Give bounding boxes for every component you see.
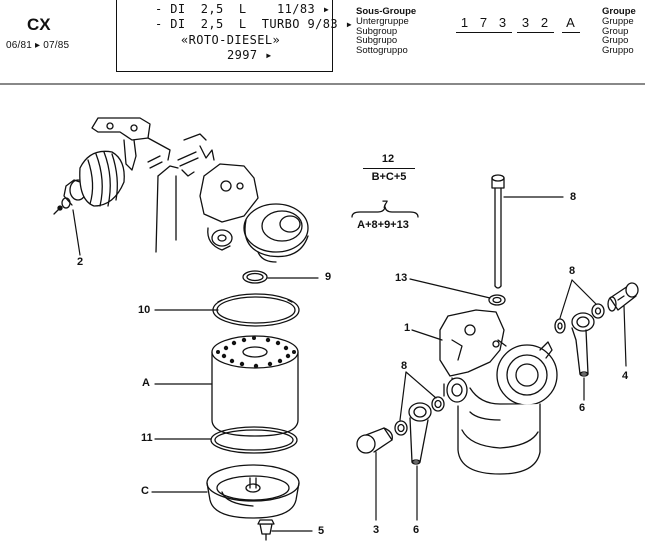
group-label-fr: Groupe xyxy=(602,6,636,17)
engine-box: - DI 2,5 L 11/83 ▸ - DI 2,5 L TURBO 9/83… xyxy=(116,0,353,72)
formula-12-bar xyxy=(363,168,415,169)
engine-line-1: - DI 2,5 L 11/83 ▸ xyxy=(155,2,331,16)
bracket xyxy=(91,117,179,253)
banjo-bolt-3 xyxy=(356,427,393,454)
formula-7-top: 7 xyxy=(381,199,389,211)
callout-13: 13 xyxy=(395,272,408,284)
code-digit-6: A xyxy=(566,15,576,30)
seal-10 xyxy=(212,293,300,327)
filter-element-A xyxy=(211,335,299,437)
formula-12-bottom: B+C+5 xyxy=(371,171,407,183)
group-label-en: Group xyxy=(602,25,629,37)
group-labels: Groupe Gruppe Group Grupo Gruppo xyxy=(602,7,636,56)
date-range: 06/81 ▸ 07/85 xyxy=(6,40,70,51)
engine-line-3: «ROTO-DIESEL» xyxy=(181,33,281,47)
group-label-it: Gruppo xyxy=(602,45,634,57)
callout-2: 2 xyxy=(77,256,84,268)
callout-10: 10 xyxy=(138,304,151,316)
subgroup-label-es: Subgrupo xyxy=(356,35,398,47)
formula-7-brace xyxy=(351,206,419,218)
code-underline-1 xyxy=(456,32,512,33)
engine-line-2: - DI 2,5 L TURBO 9/83 ▸ xyxy=(155,17,354,31)
group-label-es: Grupo xyxy=(602,35,629,47)
drain-plug-5 xyxy=(257,519,275,541)
banjo-bolt-4 xyxy=(607,282,639,312)
callout-6-right: 6 xyxy=(579,402,586,414)
bowl-C xyxy=(206,464,300,519)
callout-11: 11 xyxy=(141,432,153,444)
subgroup-label-de: Untergruppe xyxy=(356,15,409,27)
formula-12-top: 12 xyxy=(381,153,395,165)
callout-A: A xyxy=(142,377,150,389)
banjo-union-right xyxy=(554,303,605,377)
subgroup-label-it: Sottogruppo xyxy=(356,45,408,57)
code-digit-2: 7 xyxy=(479,15,489,30)
filter-head-upper xyxy=(199,163,309,263)
filter-bowl-right xyxy=(457,403,541,475)
banjo-union-lower xyxy=(394,396,445,465)
subgroup-label-en: Subgroup xyxy=(356,25,398,37)
seal-11 xyxy=(210,426,298,454)
engine-line-4: 2997 ▸ xyxy=(227,48,273,62)
code-digit-5: 2 xyxy=(540,15,550,30)
formula-7-bottom: A+8+9+13 xyxy=(357,219,409,231)
bolt-8-long xyxy=(491,174,505,289)
vacuum-capsule xyxy=(53,150,125,215)
vehicle-model: CX xyxy=(27,15,51,34)
code-underline-2 xyxy=(517,32,554,33)
washer-13 xyxy=(488,294,506,306)
bolts xyxy=(147,133,215,177)
subgroup-labels: Sous-Groupe Untergruppe Subgroup Subgrup… xyxy=(356,7,416,56)
callout-6-lower: 6 xyxy=(413,524,420,536)
callout-8-top: 8 xyxy=(570,191,577,203)
code-digit-1: 1 xyxy=(460,15,470,30)
callout-8-lower: 8 xyxy=(401,360,408,372)
callout-5: 5 xyxy=(318,525,325,537)
callout-8-right: 8 xyxy=(569,265,576,277)
callout-9: 9 xyxy=(325,271,332,283)
subgroup-label-fr: Sous-Groupe xyxy=(356,6,417,17)
callout-4: 4 xyxy=(622,370,629,382)
seal-9 xyxy=(242,270,268,284)
code-underline-3 xyxy=(562,32,580,33)
code-digit-3: 3 xyxy=(498,15,508,30)
callout-C: C xyxy=(141,485,149,497)
code-digit-4: 3 xyxy=(521,15,531,30)
group-label-de: Gruppe xyxy=(602,15,634,27)
callout-3: 3 xyxy=(373,524,380,536)
callout-1: 1 xyxy=(404,322,411,334)
filter-head-1 xyxy=(439,309,558,406)
leader-lines xyxy=(72,196,627,532)
